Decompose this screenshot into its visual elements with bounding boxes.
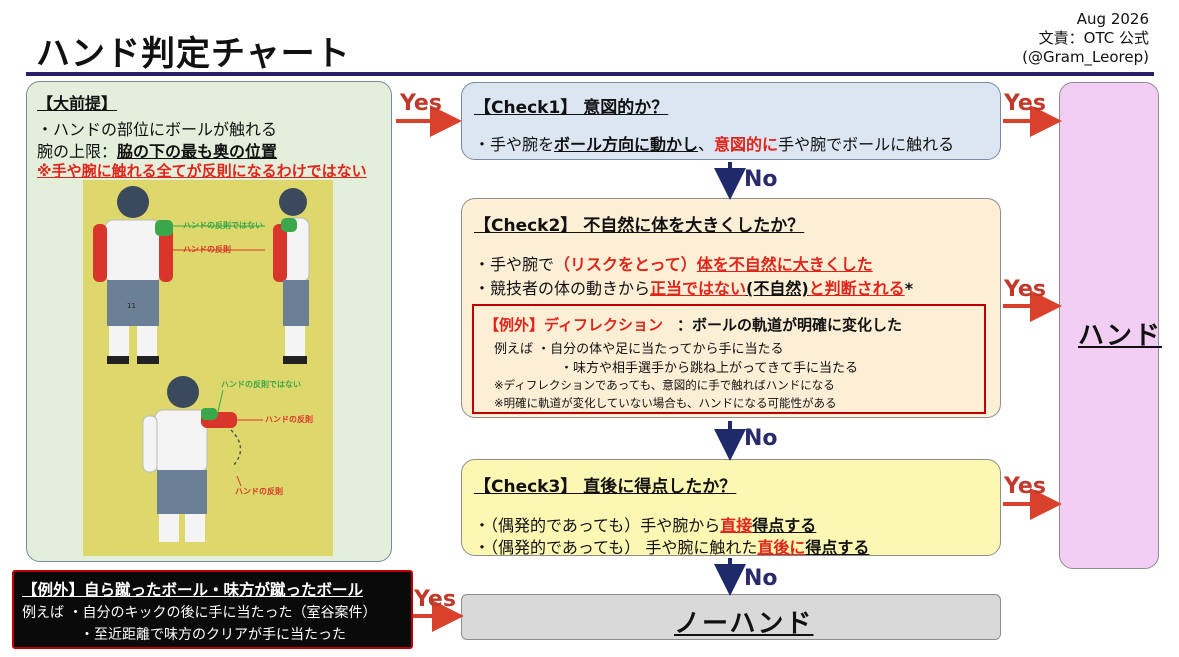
check2-line2-part4: と判断される (808, 279, 905, 298)
figure-front-icon (93, 186, 173, 364)
deflection-example1: 例えば ・自分の体や足に当たってから手に当たる (494, 342, 784, 357)
deflection-heading-black: ：ボールの軌道が明確に変化した (676, 316, 902, 334)
premise-heading: 【大前提】 (37, 94, 118, 113)
check3-line2: ・（偶発的であっても） 手や腕に触れた直後に得点する (474, 534, 869, 558)
label-foul-3: ハンドの反則 (235, 487, 283, 496)
premise-line2: 腕の上限：脇の下の最も奥の位置 (37, 138, 277, 162)
check1-box: 【Check1】 意図的か？ ・手や腕をボール方向に動かし、意図的に手や腕でボー… (461, 82, 1001, 160)
check1-line-part1: ・手や腕を (474, 135, 555, 154)
hand-zone-illustration: ハンドの反則ではない ハンドの反則 ハンドの反則ではない ハンドの反則 ハンドの… (83, 180, 333, 556)
check2-line2-part2: 正当ではない (650, 279, 747, 298)
check1-heading: 【Check1】 意図的か？ (474, 98, 669, 118)
deflection-heading: 【例外】ディフレクション ：ボールの軌道が明確に変化した (484, 314, 902, 335)
check2-line1-part3: 体を不自然に大きくした (696, 255, 873, 274)
page-title: ハンド判定チャート (36, 34, 351, 74)
credit-author: 文責：OTC 公式 (1038, 29, 1149, 47)
deflection-exception-box: 【例外】ディフレクション ：ボールの軌道が明確に変化した 例えば ・自分の体や足に… (472, 304, 986, 414)
no-hand-result-label: ノーハンド (674, 609, 814, 639)
premise-line2-value: 脇の下の最も奥の位置 (117, 142, 278, 161)
credit-block: Aug 2026 文責：OTC 公式 (@Gram_Leorep) (1022, 10, 1149, 67)
deflection-note1: ※ディフレクションであっても、意図的に手で触ればハンドになる (494, 378, 835, 392)
no-label-check2: No (744, 426, 778, 451)
yes-label-check3: Yes (1004, 474, 1046, 499)
deflection-note2: ※明確に軌道が変化していない場合も、ハンドになる可能性がある (494, 396, 837, 410)
check1-line-part5: 手や腕でボールに触れる (778, 135, 955, 154)
check2-line2: ・競技者の体の動きから正当ではない(不自然)と判断される* (474, 275, 913, 299)
premise-line1: ・ハンドの部位にボールが触れる (37, 120, 278, 139)
check3-box: 【Check3】 直後に得点したか？ ・（偶発的であっても）手や腕から直接得点す… (461, 459, 1001, 558)
yes-label-exception: Yes (414, 587, 456, 612)
check3-line2-part3: 得点する (805, 538, 870, 557)
player-figures (93, 186, 310, 542)
credit-date: Aug 2026 (1076, 10, 1149, 28)
check2-line1-part2: （リスクをとって） (554, 255, 697, 274)
hand-result-box: ハンド (1059, 82, 1163, 569)
check2-line1-part1: ・手や腕で (474, 255, 555, 274)
no-label-check3: No (744, 566, 778, 591)
yes-label-check1: Yes (1004, 91, 1046, 116)
premise-line2-prefix: 腕の上限： (37, 142, 118, 161)
check3-line1: ・（偶発的であっても）手や腕から直接得点する (474, 512, 816, 536)
header-rule (26, 72, 1154, 76)
deflection-heading-red: 【例外】ディフレクション (484, 316, 663, 334)
check2-line2-part1: ・競技者の体の動きから (474, 279, 651, 298)
premise-note: ※手や腕に触れる全てが反則になるわけではない (37, 162, 367, 180)
check3-line2-part1: ・（偶発的であっても） 手や腕に触れた (474, 538, 758, 557)
check1-line: ・手や腕をボール方向に動かし、意図的に手や腕でボールに触れる (474, 131, 954, 155)
yes-label-premise: Yes (400, 91, 442, 116)
no-hand-result-box: ノーハンド (461, 594, 1001, 640)
premise-box: 【大前提】 ・ハンドの部位にボールが触れる 腕の上限：脇の下の最も奥の位置 ※手… (26, 81, 392, 562)
deflection-example2: ・味方や相手選手から跳ね上がってきて手に当たる (560, 361, 858, 376)
check2-heading: 【Check2】 不自然に体を大きくしたか？ (474, 216, 805, 236)
check1-line-part2: ボール方向に動かし (554, 135, 699, 154)
hand-result-label: ハンド (1078, 321, 1163, 351)
check2-line1: ・手や腕で（リスクをとって）体を不自然に大きくした (474, 251, 873, 275)
no-label-check1: No (744, 167, 778, 192)
self-kick-line1: 例えば ・自分のキックの後に手に当たった（室谷案件） (22, 605, 377, 621)
check2-line2-part5: * (904, 279, 914, 298)
check3-heading: 【Check3】 直後に得点したか？ (474, 477, 737, 497)
label-not-foul-1: ハンドの反則ではない (183, 221, 263, 230)
label-foul-1: ハンドの反則 (183, 245, 231, 254)
self-kick-line2: ・至近距離で味方のクリアが手に当たった (80, 627, 346, 643)
check3-line1-part1: ・（偶発的であっても）手や腕から (474, 516, 721, 535)
yes-label-check2: Yes (1004, 277, 1046, 302)
self-kick-heading: 【例外】自ら蹴ったボール・味方が蹴ったボール (22, 581, 364, 599)
check3-line1-part3: 得点する (752, 516, 817, 535)
check3-line1-part2: 直接 (720, 516, 753, 535)
check1-line-part4: 意図的に (714, 135, 779, 154)
check2-line2-part3: (不自然) (746, 279, 809, 298)
self-kick-exception-box: 【例外】自ら蹴ったボール・味方が蹴ったボール 例えば ・自分のキックの後に手に当… (12, 570, 413, 649)
figure-side-icon (273, 188, 310, 364)
check3-line2-part2: 直後に (757, 538, 806, 557)
jersey-number: 11 (127, 302, 136, 310)
check1-line-part3: 、 (698, 135, 715, 154)
label-not-foul-2: ハンドの反則ではない (221, 380, 301, 389)
label-foul-2: ハンドの反則 (265, 415, 313, 424)
credit-handle: (@Gram_Leorep) (1022, 48, 1149, 66)
figure-raised-arm-icon (142, 376, 242, 542)
